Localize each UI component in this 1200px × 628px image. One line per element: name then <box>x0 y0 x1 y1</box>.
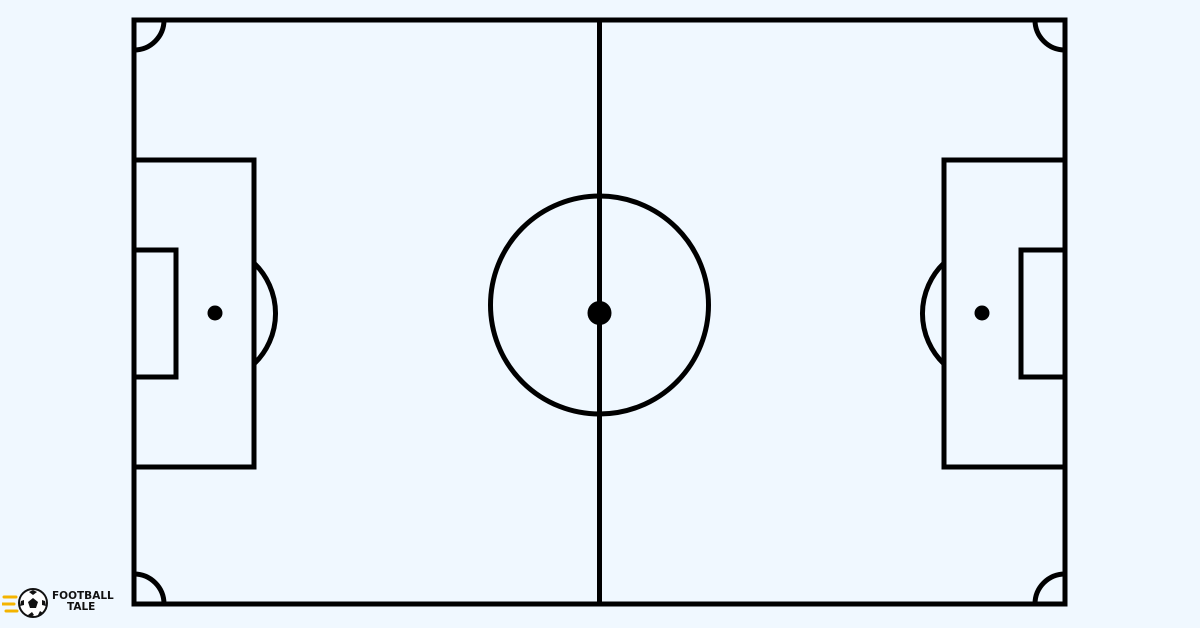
logo-wordmark: FOOTBALL TALE <box>52 591 114 613</box>
football-tale-logo: FOOTBALL TALE <box>2 584 116 622</box>
corner-arc-bottom-left <box>133 571 167 605</box>
logo-line-2: TALE <box>67 601 96 613</box>
left-goal-area <box>131 247 179 380</box>
logo-line-1: FOOTBALL <box>52 590 114 602</box>
center-spot <box>587 301 612 325</box>
right-goal-area <box>1018 247 1068 380</box>
center-circle <box>488 193 711 417</box>
right-penalty-spot <box>974 305 990 321</box>
corner-arc-bottom-right <box>1032 571 1066 605</box>
corner-arc-top-right <box>1032 19 1066 53</box>
right-penalty-arc <box>920 261 946 366</box>
soccer-ball-icon <box>2 588 48 618</box>
corner-arc-top-left <box>133 19 167 53</box>
left-penalty-spot <box>207 305 223 321</box>
right-penalty-area <box>941 157 1068 470</box>
left-penalty-area <box>131 157 257 470</box>
left-penalty-arc <box>252 261 278 366</box>
